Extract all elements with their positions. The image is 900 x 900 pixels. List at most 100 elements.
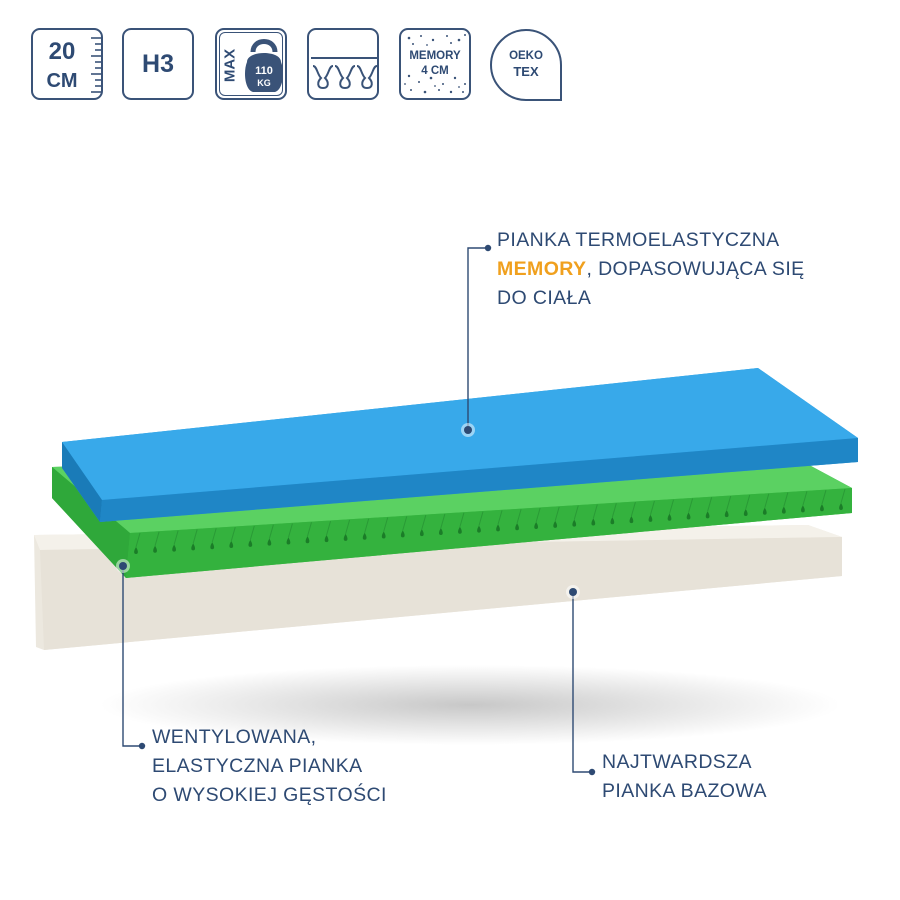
springs-badge xyxy=(307,28,379,100)
groove-line xyxy=(230,526,236,542)
groove-hole xyxy=(496,524,500,532)
groove-hole xyxy=(267,538,272,546)
groove-hole xyxy=(400,530,405,538)
height-value: 20 xyxy=(48,38,76,65)
groove-hole xyxy=(629,516,634,524)
groove-line xyxy=(154,531,160,546)
groove-line xyxy=(402,516,408,531)
groove-hole xyxy=(648,514,653,522)
groove-hole xyxy=(743,508,748,516)
oeko-line2: TEX xyxy=(513,64,539,79)
bottom-layer-line1: NAJTWARDSZA xyxy=(602,751,752,773)
groove-hole xyxy=(724,510,729,518)
bottom-callout-line xyxy=(572,592,592,773)
groove-hole xyxy=(438,527,443,535)
middle-layer-label: WENTYLOWANA, ELASTYCZNA PIANKA O WYSOKIE… xyxy=(152,723,387,810)
max-load-unit: KG xyxy=(257,78,271,88)
groove-hole xyxy=(801,505,805,513)
groove-line xyxy=(649,500,655,516)
oeko-tex-badge: OEKO TEX xyxy=(489,28,563,102)
oeko-tex-logo-icon xyxy=(489,28,562,101)
groove-line xyxy=(821,490,827,505)
max-load-value: 110 xyxy=(255,65,273,77)
middle-layer-line3: O WYSOKIEJ GĘSTOŚCI xyxy=(152,784,387,806)
bottom-layer-marker xyxy=(566,585,580,599)
top-layer-label: PIANKA TERMOELASTYCZNA MEMORY, DOPASOWUJ… xyxy=(497,226,805,313)
groove-hole xyxy=(458,526,462,534)
groove-line xyxy=(478,511,484,526)
groove-line xyxy=(135,532,141,548)
groove-hole xyxy=(229,541,234,549)
groove-hole xyxy=(591,518,596,526)
groove-hole xyxy=(515,523,519,531)
middle-callout-line xyxy=(122,566,142,747)
pocket-springs-icon xyxy=(311,57,379,90)
groove-hole xyxy=(553,520,558,528)
groove-hole xyxy=(343,533,348,541)
groove-line xyxy=(573,505,579,520)
top-layer-marker xyxy=(461,423,475,437)
top-layer-line2: , DOPASOWUJĄCA SIĘ xyxy=(586,258,805,280)
groove-hole xyxy=(762,507,767,515)
groove-line xyxy=(287,523,293,538)
groove-line xyxy=(592,504,598,519)
groove-line xyxy=(707,497,713,512)
ruler-icon xyxy=(91,37,102,93)
groove-hole xyxy=(419,529,424,537)
groove-hole xyxy=(210,542,215,550)
groove-line xyxy=(630,501,636,517)
height-unit: CM xyxy=(46,70,78,92)
groove-line xyxy=(249,525,255,541)
groove-line xyxy=(745,494,751,510)
groove-line xyxy=(268,524,274,539)
groove-line xyxy=(554,506,560,521)
bottom-layer-line2: PIANKA BAZOWA xyxy=(602,780,767,802)
groove-line xyxy=(421,515,427,530)
memory-foam-layer xyxy=(62,368,858,522)
floor-shadow xyxy=(100,665,840,745)
top-layer-line1: PIANKA TERMOELASTYCZNA xyxy=(497,229,780,251)
groove-line xyxy=(764,493,770,508)
groove-hole xyxy=(305,536,310,544)
groove-line xyxy=(383,517,389,532)
firmness-value: H3 xyxy=(142,50,174,78)
groove-line xyxy=(688,498,694,513)
groove-hole xyxy=(362,532,367,540)
groove-hole xyxy=(781,506,786,514)
groove-line xyxy=(669,499,674,514)
kettlebell-icon xyxy=(245,39,283,92)
groove-hole xyxy=(534,522,539,530)
groove-hole xyxy=(286,537,291,545)
groove-line xyxy=(802,491,808,506)
groove-hole xyxy=(477,525,481,533)
middle-layer-line1: WENTYLOWANA, xyxy=(152,726,317,748)
memory-badge: MEMORY 4 CM xyxy=(399,28,471,100)
groove-hole xyxy=(572,519,577,527)
groove-line xyxy=(516,509,522,524)
groove-line xyxy=(535,507,541,523)
middle-layer-marker xyxy=(116,559,130,573)
groove-line xyxy=(440,513,446,529)
groove-hole xyxy=(324,535,329,543)
top-callout-line xyxy=(467,247,488,430)
groove-hole xyxy=(134,547,138,554)
groove-hole xyxy=(839,503,843,510)
memory-highlight: MEMORY xyxy=(497,258,587,280)
groove-line xyxy=(307,522,312,537)
memory-line1: MEMORY xyxy=(409,50,461,62)
groove-line xyxy=(211,528,217,543)
max-load-badge: MAX 110 KG xyxy=(215,28,287,100)
groove-line xyxy=(783,492,789,507)
oeko-line1: OEKO xyxy=(509,50,543,62)
top-layer-line3: DO CIAŁA xyxy=(497,287,592,309)
groove-hole xyxy=(610,517,615,525)
memory-line2: 4 CM xyxy=(421,65,449,77)
groove-hole xyxy=(248,539,253,547)
groove-line xyxy=(364,518,370,533)
groove-line xyxy=(192,529,198,544)
height-badge: 20 CM xyxy=(31,28,103,100)
groove-hole xyxy=(191,543,196,551)
middle-layer-line2: ELASTYCZNA PIANKA xyxy=(152,755,363,777)
groove-line xyxy=(173,530,179,545)
